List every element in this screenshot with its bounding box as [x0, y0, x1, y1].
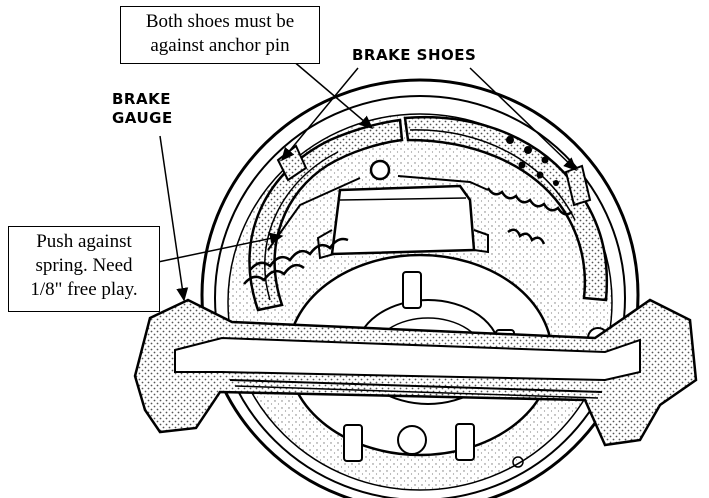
return-springs [243, 175, 573, 285]
leader-lines [157, 59, 578, 302]
anchor-pin-callout-line2: against anchor pin [150, 35, 290, 56]
brake-gauge-tool [133, 298, 698, 468]
brake-gauge-label: BRAKE GAUGE [112, 90, 173, 128]
brake-gauge-text-line1: BRAKE [112, 90, 171, 108]
spring-callout-line2: spring. Need [35, 255, 133, 276]
anchor-pin-callout: Both shoes must be against anchor pin [120, 6, 320, 64]
brake-shoes-label: BRAKE SHOES [352, 46, 476, 65]
anchor-pin-callout-line1: Both shoes must be [145, 11, 295, 32]
brake-shoes-text: BRAKE SHOES [352, 46, 477, 64]
brake-gauge-text-line2: GAUGE [112, 109, 173, 127]
spring-callout-line3: 1/8" free play. [30, 279, 138, 300]
spring-callout: Push against spring. Need 1/8" free play… [8, 226, 160, 312]
spring-callout-line1: Push against [36, 231, 132, 252]
brake-shoes [248, 115, 609, 312]
wheel-cylinder [316, 159, 489, 260]
